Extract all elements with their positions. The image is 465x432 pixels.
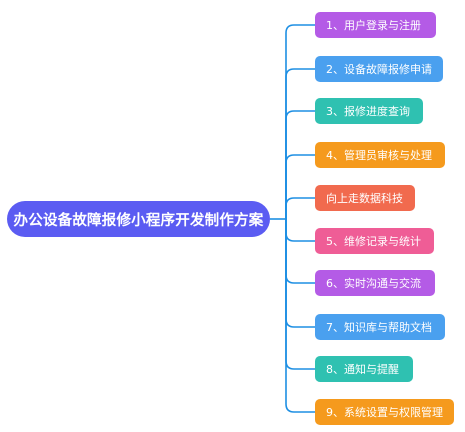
branch-watermark-company[interactable]: 向上走数据科技 xyxy=(315,185,415,211)
branch-connector-2 xyxy=(285,68,315,219)
branch-connector-5 xyxy=(285,197,315,219)
branch-connector-10 xyxy=(285,219,315,413)
branch-progress-query[interactable]: 3、报修进度查询 xyxy=(315,98,423,124)
branch-admin-review[interactable]: 4、管理员审核与处理 xyxy=(315,142,445,168)
branch-connector-6 xyxy=(285,219,315,242)
branch-fault-report[interactable]: 2、设备故障报修申请 xyxy=(315,56,443,82)
branch-system-settings[interactable]: 9、系统设置与权限管理 xyxy=(315,399,454,425)
branch-realtime-chat[interactable]: 6、实时沟通与交流 xyxy=(315,270,435,296)
root-topic[interactable]: 办公设备故障报修小程序开发制作方案 xyxy=(7,201,270,237)
branch-knowledge-base[interactable]: 7、知识库与帮助文档 xyxy=(315,314,445,340)
branch-connector-1 xyxy=(285,24,315,219)
branch-connector-7 xyxy=(285,219,315,284)
branch-repair-records[interactable]: 5、维修记录与统计 xyxy=(315,228,434,254)
branch-connector-3 xyxy=(285,110,315,219)
branch-user-login[interactable]: 1、用户登录与注册 xyxy=(315,12,436,38)
branch-connector-4 xyxy=(285,154,315,219)
branch-notifications[interactable]: 8、通知与提醒 xyxy=(315,356,413,382)
branch-connector-8 xyxy=(285,219,315,328)
